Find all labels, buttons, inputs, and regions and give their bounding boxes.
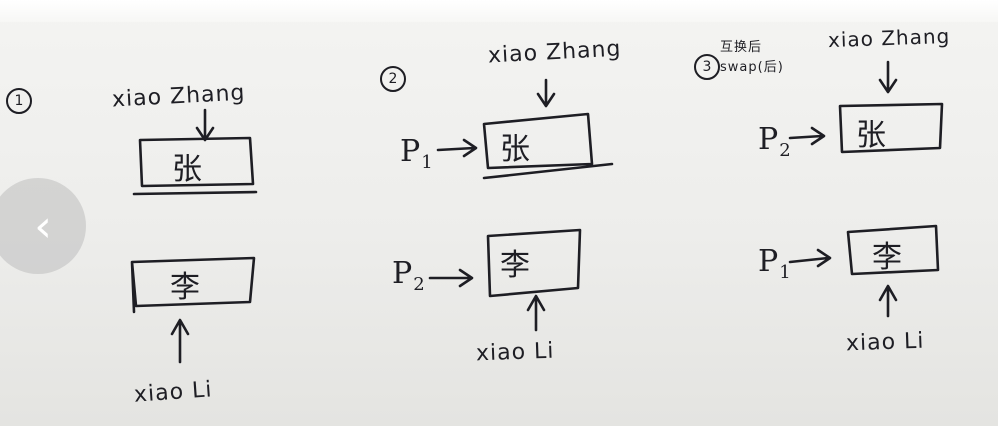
panel3-p2-pointer: P2 <box>758 122 792 161</box>
panel3-bottom-box-char: 李 <box>872 240 903 275</box>
panel3-p1-pointer: P1 <box>758 244 792 283</box>
panel1-bottom-box <box>130 256 256 314</box>
panel2-top-box <box>482 112 614 180</box>
panel3-top-box <box>838 102 944 154</box>
panel3-bottom-label: xiao Li <box>845 328 925 357</box>
panel2-top-arrow <box>536 78 556 108</box>
panel2-bottom-label: xiao Li <box>475 338 555 367</box>
chevron-left-icon: ‹ <box>34 200 52 252</box>
panel1-top-box-char: 张 <box>172 152 203 187</box>
panel2-number: 2 <box>380 66 406 92</box>
paper-top-edge <box>0 0 998 22</box>
panel3-top-box-char: 张 <box>856 118 887 153</box>
panel2-bottom-box-char: 李 <box>500 248 531 283</box>
panel1-bottom-arrow <box>170 318 190 364</box>
panel3-note-line2: swap(后) <box>720 60 784 75</box>
previous-image-button[interactable]: ‹ <box>0 178 86 274</box>
panel3-bottom-arrow <box>878 284 898 318</box>
panel2-p2-pointer: P2 <box>392 256 426 295</box>
panel3-p2-arrow <box>788 126 826 146</box>
panel2-p1-pointer: P1 <box>400 134 434 173</box>
panel1-bottom-box-char: 李 <box>170 270 201 305</box>
panel2-top-box-char: 张 <box>500 132 531 167</box>
panel3-note-line1: 互换后 <box>720 40 763 55</box>
panel2-bottom-arrow <box>526 294 546 332</box>
panel2-bottom-box <box>486 228 582 298</box>
panel3-top-arrow <box>878 60 898 94</box>
panel3-p1-arrow <box>788 248 832 268</box>
panel1-top-box <box>132 136 258 196</box>
panel1-top-arrow <box>195 108 215 142</box>
panel3-top-label: xiao Zhang <box>827 23 951 53</box>
panel2-p2-arrow <box>428 268 474 288</box>
panel3-bottom-box <box>846 224 940 276</box>
panel3-number: 3 <box>694 54 720 80</box>
panel1-number: 1 <box>6 88 32 114</box>
panel2-p1-arrow <box>436 138 478 158</box>
